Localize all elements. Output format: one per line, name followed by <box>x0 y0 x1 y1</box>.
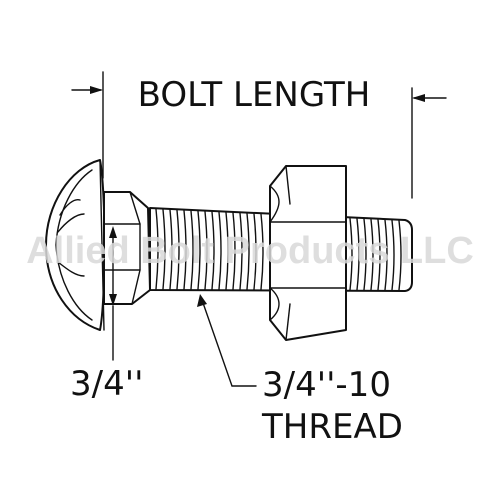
right-arrowhead <box>412 94 425 102</box>
head-size-arrow-bottom <box>109 294 117 306</box>
thread-line <box>260 213 264 291</box>
thread-line <box>162 208 166 290</box>
thread-line <box>232 212 236 291</box>
thread-line <box>155 208 159 290</box>
thread-line <box>391 219 395 291</box>
thread-leader-line <box>201 299 257 387</box>
thread-line <box>176 209 180 290</box>
head-size-dimension: 3/4'' <box>70 226 143 404</box>
thread-line <box>349 217 353 291</box>
head-inner-curve <box>55 169 93 321</box>
nut-face-line-top <box>285 165 291 205</box>
thread-line <box>183 209 187 290</box>
thread-line <box>253 213 257 291</box>
bolt-length-label: BOLT LENGTH <box>138 75 371 115</box>
thread-line <box>225 211 229 290</box>
thread-line <box>363 218 367 291</box>
thread-line <box>377 219 381 291</box>
nut-face-line-bottom <box>285 303 291 341</box>
square-neck <box>103 191 151 305</box>
hex-nut <box>269 165 347 341</box>
thread-lines-left <box>155 208 264 291</box>
watermark-text: Allied Bolt Products LLC <box>26 230 474 272</box>
thread-spec-label: 3/4''-10 <box>262 365 391 405</box>
neck-side-edge <box>129 191 141 305</box>
thread-line <box>384 219 388 291</box>
thread-line <box>197 210 201 290</box>
thread-line <box>398 220 402 291</box>
thread-line <box>239 212 243 291</box>
thread-line <box>370 218 374 291</box>
thread-line <box>204 210 208 290</box>
nut-bottom-chamfer <box>269 287 347 321</box>
thread-leader-arrow <box>197 294 207 307</box>
thread-type-label: THREAD <box>261 407 403 447</box>
thread-lines-right <box>349 217 402 291</box>
thread-line <box>246 212 250 291</box>
thread-line <box>218 211 222 290</box>
thread-line <box>356 218 360 291</box>
head-marking-lines <box>57 198 85 277</box>
head-size-arrow-top <box>109 226 117 238</box>
left-arrowhead <box>90 86 103 94</box>
thread-line <box>190 210 194 290</box>
head-size-label: 3/4'' <box>70 364 143 404</box>
nut-top-chamfer <box>269 185 347 223</box>
thread-callout: 3/4''-10 THREAD <box>197 294 403 447</box>
thread-line <box>211 211 215 290</box>
bolt-length-dimension: BOLT LENGTH <box>71 71 447 199</box>
thread-line <box>169 209 173 290</box>
